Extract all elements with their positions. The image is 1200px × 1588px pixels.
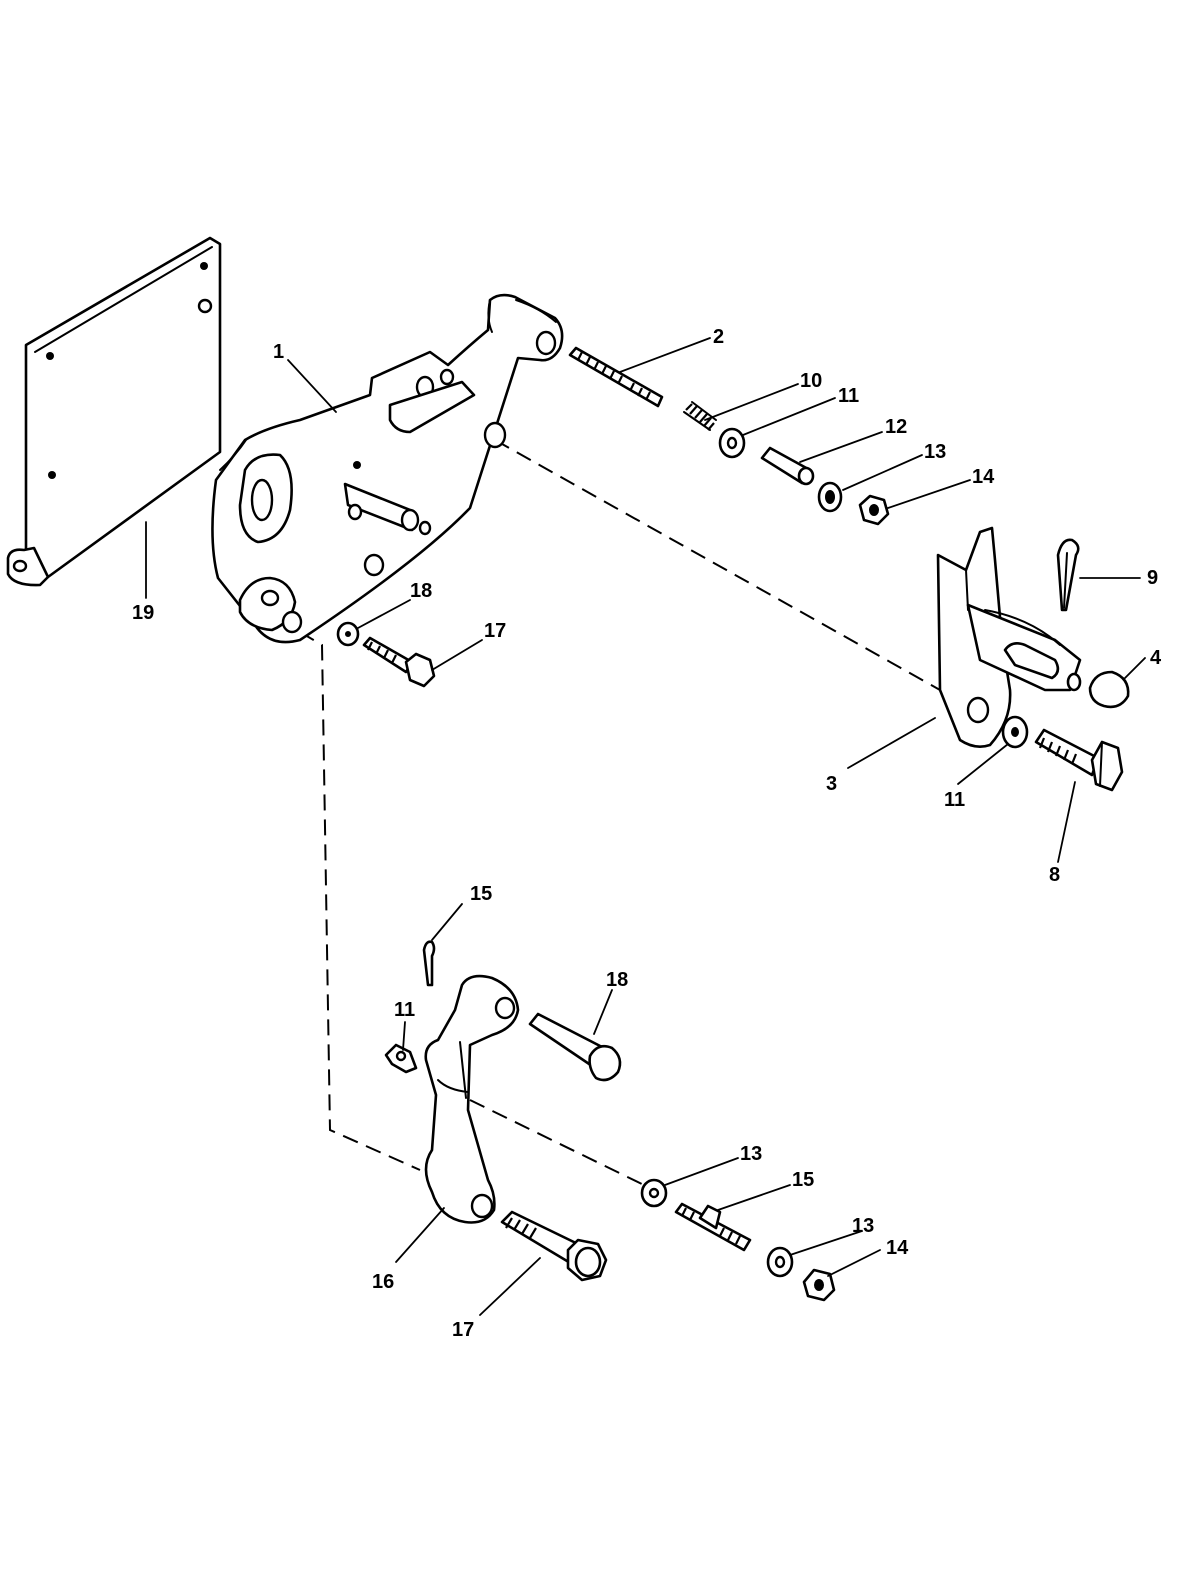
callout-11-clip: 11 <box>394 999 415 1021</box>
callout-8: 8 <box>1049 864 1060 886</box>
bolt-17a <box>362 636 436 688</box>
bolt-8 <box>1034 728 1124 792</box>
mounting-plate <box>6 236 222 587</box>
link-arm <box>424 974 520 1224</box>
callout-numbers: 1 2 10 11 12 13 14 9 4 3 11 8 19 18 17 1… <box>132 326 1162 1341</box>
nut-14a <box>858 494 890 526</box>
leader-lines <box>145 337 1146 1316</box>
callout-15-top: 15 <box>470 883 492 905</box>
callout-13-low: 13 <box>852 1215 874 1237</box>
callout-17-low: 17 <box>452 1319 474 1341</box>
callout-10: 10 <box>800 370 822 392</box>
callout-14-top: 14 <box>972 466 995 488</box>
bolt-17b <box>500 1210 608 1282</box>
callout-17-top: 17 <box>484 620 506 642</box>
cap-4 <box>1088 670 1130 709</box>
threaded-stud <box>568 346 664 408</box>
callout-16: 16 <box>372 1271 394 1293</box>
cotter-pin-15a <box>422 940 436 987</box>
nut-14b <box>802 1268 836 1302</box>
callout-12: 12 <box>885 416 907 438</box>
callout-3: 3 <box>826 773 837 795</box>
assembly-axes <box>299 439 941 1189</box>
callout-2: 2 <box>713 326 724 348</box>
pin-18b <box>528 1012 622 1082</box>
callout-18-pin: 18 <box>606 969 628 991</box>
callout-13-mid: 13 <box>740 1143 762 1165</box>
spring <box>683 401 717 431</box>
axis-bracket-to-lever <box>494 439 941 691</box>
clip-11c <box>384 1043 418 1074</box>
callout-14-low: 14 <box>886 1237 909 1259</box>
axis-link-to-hardware <box>469 1099 651 1189</box>
callout-18-top: 18 <box>410 580 432 602</box>
shift-lever <box>936 526 1082 748</box>
callout-13-top: 13 <box>924 441 946 463</box>
callout-15-stud: 15 <box>792 1169 814 1191</box>
callout-4: 4 <box>1150 647 1162 669</box>
main-bracket <box>211 293 564 644</box>
callout-11-lever: 11 <box>944 789 965 811</box>
callout-9: 9 <box>1147 567 1158 589</box>
stud-15b <box>674 1202 752 1252</box>
cotter-pin-9 <box>1056 538 1080 612</box>
callout-11-top: 11 <box>838 385 859 407</box>
pin-12 <box>760 446 815 486</box>
callout-1: 1 <box>273 341 284 363</box>
callout-19: 19 <box>132 602 154 624</box>
axis-bracket-to-link <box>299 631 421 1171</box>
